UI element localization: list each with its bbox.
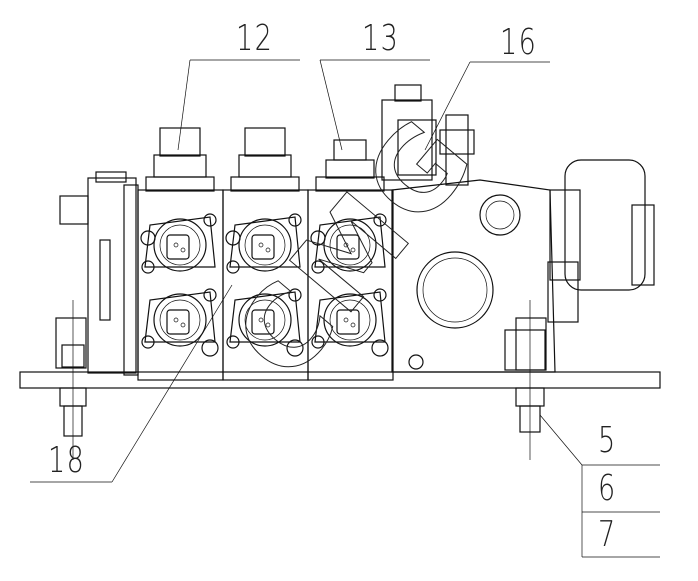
coil-connector-icon (238, 218, 292, 272)
connector-cap (244, 127, 286, 157)
coil-connector-icon (323, 293, 377, 347)
flange (229, 216, 301, 268)
coil-connector-icon (153, 293, 207, 347)
connector-cap (159, 127, 201, 157)
right-bolt (515, 300, 547, 460)
leader-lines (30, 59, 660, 558)
screw (203, 213, 217, 227)
coil-connector-icon (323, 218, 377, 272)
callout-18: 18 (48, 440, 86, 481)
solenoid-section (307, 189, 394, 381)
plug-socket (166, 234, 190, 260)
screw (141, 335, 155, 349)
screw (225, 230, 241, 246)
watermark: CMG (210, 91, 501, 403)
hex-nut (325, 159, 375, 179)
flange (144, 216, 216, 268)
screw (373, 288, 387, 302)
plug-socket (251, 234, 275, 260)
plug-socket (336, 234, 360, 260)
screw (226, 335, 240, 349)
screw (311, 335, 325, 349)
screw (311, 260, 325, 274)
screw (140, 230, 156, 246)
flange (229, 291, 301, 343)
collar (315, 176, 385, 192)
end-plate (59, 171, 139, 376)
callout-16: 16 (500, 22, 538, 63)
callout-7: 7 (598, 514, 617, 555)
left-bolt (55, 300, 87, 460)
screw (203, 288, 217, 302)
base-plate (19, 371, 661, 389)
flange (314, 291, 386, 343)
coil-connector-icon (153, 218, 207, 272)
screw (373, 213, 387, 227)
flange (144, 291, 216, 343)
coil-connector-icon (238, 293, 292, 347)
plug-socket (166, 309, 190, 335)
callout-5: 5 (598, 420, 617, 461)
hex-nut (238, 154, 292, 178)
plug-socket (251, 309, 275, 335)
hex-nut (153, 154, 207, 178)
collar (230, 176, 300, 192)
screw (288, 288, 302, 302)
plug-socket (336, 309, 360, 335)
solenoid-sections (137, 127, 394, 381)
callout-6: 6 (598, 468, 617, 509)
svg-text:CMG: CMG (211, 92, 501, 403)
flange (314, 216, 386, 268)
screw (141, 260, 155, 274)
screw (201, 339, 219, 357)
screw (310, 230, 326, 246)
valve-body (381, 84, 655, 373)
screw (371, 339, 389, 357)
collar (145, 176, 215, 192)
callout-13: 13 (362, 18, 400, 59)
screw (286, 339, 304, 357)
screw (226, 260, 240, 274)
screw (288, 213, 302, 227)
callout-12: 12 (236, 18, 274, 59)
